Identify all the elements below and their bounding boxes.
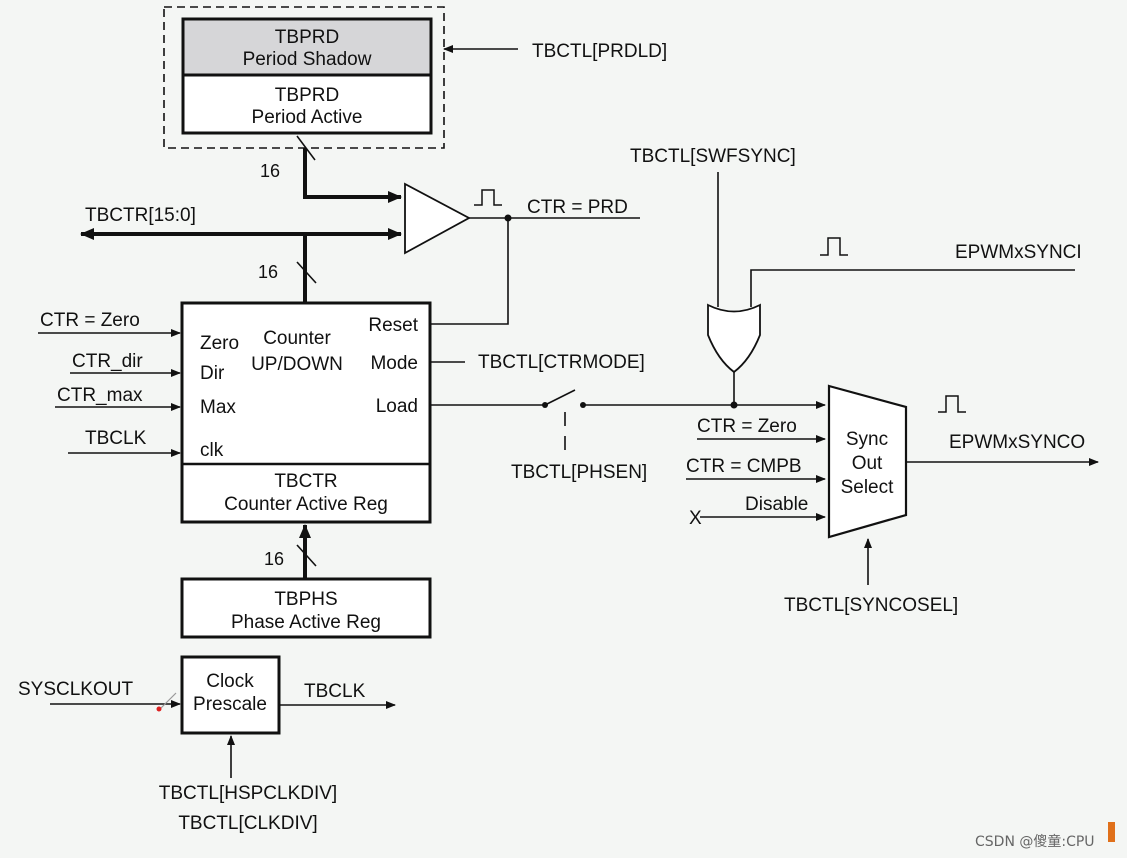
- sync-out-mux: Sync Out Select CTR = Zero CTR = CMPB Di…: [686, 384, 1099, 616]
- mux-in-cmpb-label: CTR = CMPB: [686, 456, 802, 477]
- mux-in-disable-label: Disable: [745, 494, 808, 515]
- counter-title-1: Counter: [263, 328, 331, 349]
- tbclk-output-label: TBCLK: [304, 681, 366, 702]
- counter-out-load: Load: [376, 396, 418, 417]
- synci-pulse-icon: [820, 237, 848, 256]
- input-ctr-max-label: CTR_max: [57, 385, 143, 406]
- counter-out-mode: Mode: [370, 353, 418, 374]
- tbctr-bus: 16 TBCTR[15:0]: [80, 205, 402, 303]
- ctr-prd-label: CTR = PRD: [527, 197, 628, 218]
- ctr-prd-pulse-icon: [474, 189, 502, 206]
- mux-label-1: Sync: [846, 429, 888, 450]
- input-ctr-dir-label: CTR_dir: [72, 351, 143, 372]
- reset-feedback-line: [430, 218, 509, 325]
- input-ctr-zero-label: CTR = Zero: [40, 310, 140, 331]
- swfsync-label: TBCTL[SWFSYNC]: [630, 146, 796, 167]
- mux-trapezoid: [827, 384, 908, 539]
- clock-box-label-2: Prescale: [193, 694, 267, 715]
- synco-label: EPWMxSYNCO: [949, 432, 1085, 453]
- tbprd-shadow-label-1: TBPRD: [275, 27, 339, 48]
- corner-accent: [1108, 822, 1115, 842]
- counter-title-2: UP/DOWN: [251, 354, 343, 375]
- or-gate: [707, 303, 761, 374]
- counter-box: [180, 301, 432, 524]
- tbphs-label-1: TBPHS: [274, 589, 337, 610]
- red-cursor-dot: [156, 706, 162, 712]
- tbprd-active-label-2: Period Active: [252, 107, 363, 128]
- sysclkout-label: SYSCLKOUT: [18, 679, 133, 700]
- phsen-label: TBCTL[PHSEN]: [511, 462, 647, 483]
- bus-width-top: 16: [260, 161, 280, 181]
- mux-label-2: Out: [852, 453, 883, 474]
- tbphs-label-2: Phase Active Reg: [231, 612, 381, 633]
- counter-in-clk: clk: [200, 440, 224, 461]
- clock-prescale-box: [180, 655, 281, 735]
- ctrmode-label: TBCTL[CTRMODE]: [478, 352, 645, 373]
- counter-reg-label-1: TBCTR: [274, 471, 337, 492]
- hspclkdiv-label: TBCTL[HSPCLKDIV]: [159, 783, 337, 804]
- prdld-label: TBCTL[PRDLD]: [532, 41, 667, 62]
- synco-pulse-icon: [938, 395, 966, 413]
- counter-block: Counter UP/DOWN Zero Dir Max clk Reset M…: [180, 301, 432, 524]
- watermark: CSDN @傻童:CPU: [975, 833, 1095, 850]
- clock-box-label-1: Clock: [206, 671, 254, 692]
- mux-label-3: Select: [841, 477, 895, 498]
- input-tbclk-label: TBCLK: [85, 428, 147, 449]
- bus-width-counter: 16: [258, 262, 278, 282]
- sync-or-gate-group: TBCTL[SWFSYNC] EPWMxSYNCI: [630, 146, 1082, 409]
- tbctr-bus-label: TBCTR[15:0]: [85, 205, 196, 226]
- tbphs-block: TBPHS Phase Active Reg 16: [180, 524, 432, 639]
- phsen-switch: TBCTL[PHSEN]: [430, 389, 826, 483]
- comparator: CTR = PRD: [404, 182, 640, 255]
- counter-inputs: CTR = Zero CTR_dir CTR_max TBCLK: [38, 310, 181, 457]
- mux-in-zero-label: CTR = Zero: [697, 416, 797, 437]
- counter-reg-label-2: Counter Active Reg: [224, 494, 388, 515]
- counter-in-zero: Zero: [200, 333, 239, 354]
- tbprd-active-label-1: TBPRD: [275, 85, 339, 106]
- comparator-triangle: [404, 182, 471, 255]
- tbphs-box: [180, 577, 432, 639]
- bus-width-phase: 16: [264, 549, 284, 569]
- tbprd-register-group: TBPRD Period Shadow TBPRD Period Active …: [163, 6, 667, 149]
- clkdiv-label: TBCTL[CLKDIV]: [178, 813, 317, 834]
- tbprd-active-box: [181, 73, 433, 135]
- counter-in-dir: Dir: [200, 363, 225, 384]
- tbprd-shadow-box: [181, 17, 433, 77]
- synci-label: EPWMxSYNCI: [955, 242, 1082, 263]
- tbprd-shadow-label-2: Period Shadow: [243, 49, 372, 70]
- counter-out-reset: Reset: [368, 315, 418, 336]
- period-bus: 16: [260, 135, 402, 203]
- syncosel-label: TBCTL[SYNCOSEL]: [784, 595, 958, 616]
- counter-in-max: Max: [200, 397, 236, 418]
- clock-prescale: Clock Prescale SYSCLKOUT TBCLK TBCTL[HSP…: [18, 655, 396, 834]
- mux-x-mark: X: [689, 508, 702, 529]
